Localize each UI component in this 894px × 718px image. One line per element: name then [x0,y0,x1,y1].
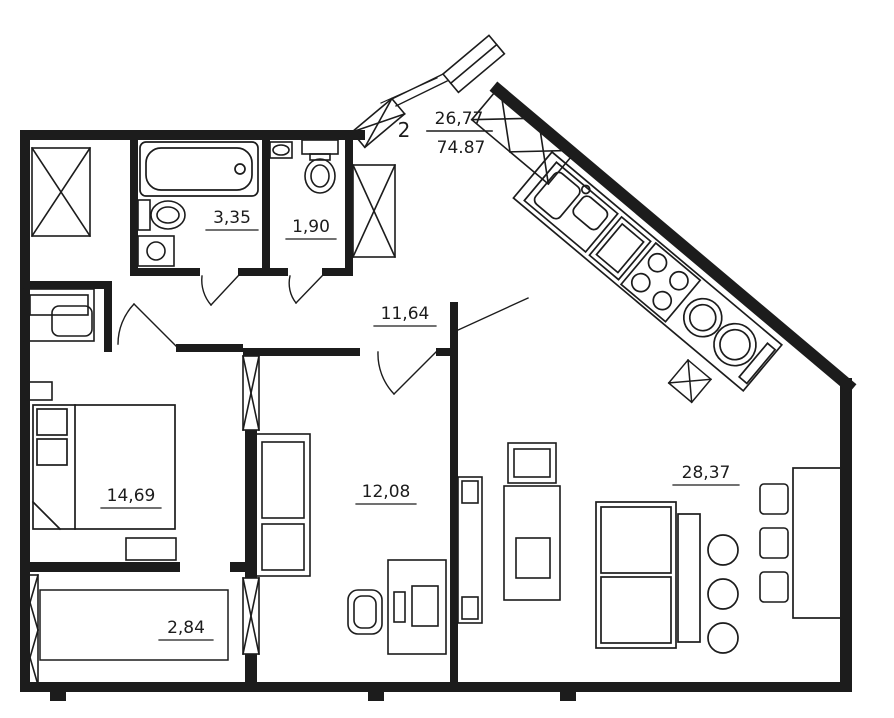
interior-walls [20,135,458,690]
total-area-value: 74.87 [437,138,486,158]
shaft-hatch-top-left [30,146,92,238]
kitchen-counter [512,150,784,392]
diagonal-outer-wall [489,81,857,394]
bedroom-dresser [23,288,95,342]
title-leader-line [380,77,438,104]
poufs [707,534,739,654]
rooms-count: 2 [398,118,411,142]
cooktop [619,241,702,323]
washing-machine [137,235,175,267]
bed [31,404,176,531]
bedroom-wardrobe [125,537,177,561]
desk [387,559,447,655]
room-wardrobe [255,433,311,577]
door-bathroom [201,275,239,306]
label-loggia-area: 2,84 [167,618,205,638]
shaft-hatch-right-of-wc [351,163,397,259]
label-living-kitchen-area: 28,37 [682,463,731,483]
door-room [377,351,437,395]
outer-walls [20,130,852,692]
bathroom-sink [137,199,186,231]
label-wc-area: 1,90 [292,217,330,237]
sofa [595,501,701,649]
label-bathroom-area: 3,35 [213,208,251,228]
dishwasher [667,358,713,404]
large-burners [682,297,757,367]
door-living-leaf [455,297,529,332]
shelf-unit [457,476,483,624]
door-wc [288,275,323,304]
living-area-value: 26,77 [435,109,484,129]
label-bedroom-area: 14,69 [107,486,156,506]
dining-chairs [759,483,789,603]
toilet [301,139,339,194]
kitchen-sink [523,161,619,254]
wall-hatch-bedroom-partition-top [242,355,260,431]
counter-end-cabinet [737,342,777,385]
bathtub [139,141,259,197]
loggia-floor [39,589,229,661]
bottom-wall-ticks [50,692,576,701]
wall-hatch-bedroom-partition-bottom [242,577,260,655]
door-bedroom [117,303,177,347]
desk-chair [347,589,383,635]
kitchen-oven [588,215,652,281]
dining-table [792,467,842,619]
wall-hatch-kitchen-diagonal [470,84,578,186]
label-hallway-area: 11,64 [381,304,430,324]
tv-cabinet [503,442,561,601]
nightstand [27,381,53,401]
label-room-area: 12,08 [362,482,411,502]
window-bay-top [441,34,506,94]
title-block: 2 26,77 74.87 [398,109,493,158]
window-lines-top [391,73,448,107]
room-area-labels: 3,35 1,90 11,64 14,69 12,08 2,84 28,37 [100,208,740,641]
wc-sink [269,141,293,159]
